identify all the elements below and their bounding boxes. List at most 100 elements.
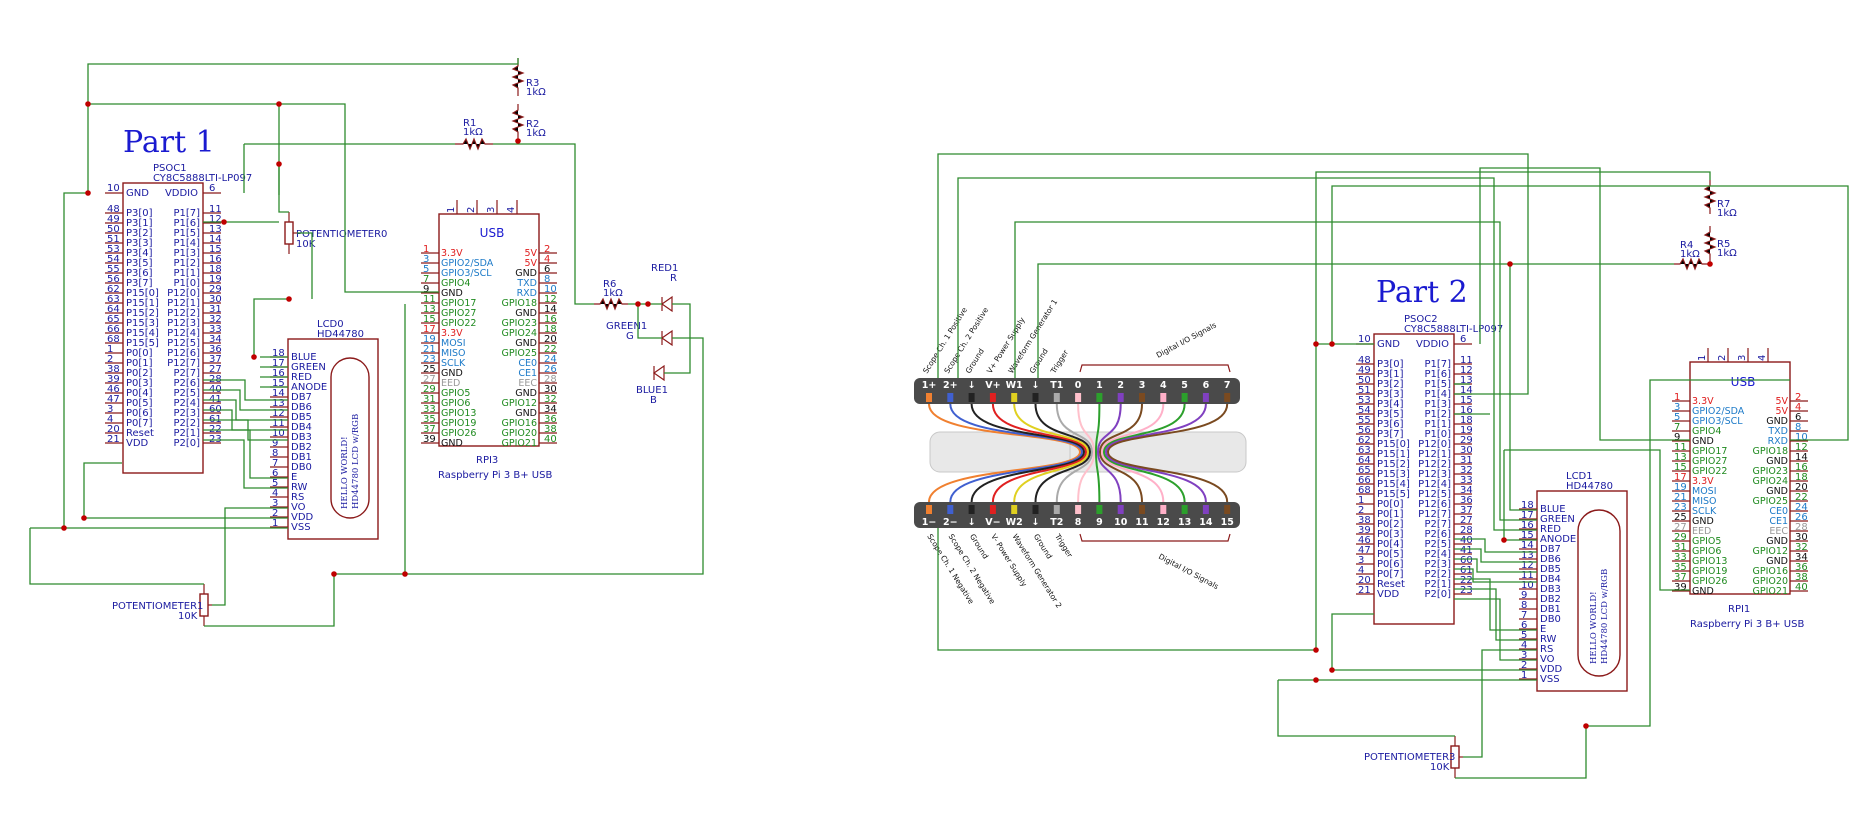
psoc-left-pin-num: 4 bbox=[107, 414, 113, 425]
ad2-bottom-pin-socket bbox=[1202, 505, 1209, 514]
lcd-pin-num: 7 bbox=[1521, 610, 1527, 621]
rpi-right-pin-num: 36 bbox=[544, 414, 557, 425]
ad2-bottom-pin-label: W2 bbox=[1006, 517, 1023, 528]
r7-resistor: R7 1kΩ bbox=[1703, 180, 1737, 219]
psoc-left-pin-name: P3[3] bbox=[126, 238, 153, 249]
r7-ref: R7 bbox=[1717, 199, 1730, 210]
psoc-left-pin-name: P0[0] bbox=[126, 348, 153, 359]
rpi-right-pin-num: 10 bbox=[544, 284, 557, 295]
rpi-right-pin-num: 26 bbox=[1795, 512, 1808, 523]
rpi-left-pin-num: 1 bbox=[1674, 392, 1680, 403]
rpi-left-pin-num: 25 bbox=[423, 364, 436, 375]
ad2-bottom-pin-label: 12 bbox=[1157, 517, 1170, 528]
rpi-left-pin-num: 9 bbox=[1674, 432, 1680, 443]
rpi-right-pin-num: 20 bbox=[1795, 482, 1808, 493]
psoc-right-pin-num: 13 bbox=[1460, 375, 1473, 386]
part1-wires bbox=[29, 58, 704, 627]
ad2-wire-top bbox=[1099, 403, 1143, 453]
rpi-left-pin-name: GPIO19 bbox=[1692, 566, 1727, 577]
ad2-bottom-pin-label: ↓ bbox=[1032, 517, 1040, 528]
lcd-pin-name: VSS bbox=[291, 522, 311, 533]
psoc-right-pin-name: P12[0] bbox=[1418, 439, 1451, 450]
psoc-right-pin-num: 19 bbox=[1460, 425, 1473, 436]
lcd-pin-name: DB6 bbox=[291, 402, 312, 413]
rpi-right-pin-num: 6 bbox=[544, 264, 550, 275]
rpi-right-pin-name: GPIO20 bbox=[1753, 576, 1788, 587]
rpi-right-pin-name: GPIO12 bbox=[1753, 546, 1788, 557]
lcd-pin-num: 16 bbox=[272, 368, 285, 379]
ad2-bottom-pin-label: 1− bbox=[922, 517, 937, 528]
psoc-vddio-label: VDDIO bbox=[165, 188, 198, 199]
psoc-left-pin-num: 62 bbox=[107, 284, 120, 295]
ad2-top-pin-label: V+ bbox=[985, 380, 1000, 391]
psoc-right-pin-name: P2[1] bbox=[1424, 579, 1451, 590]
psoc-right-pin-name: P12[7] bbox=[167, 358, 200, 369]
r2-ref: R2 bbox=[526, 119, 539, 130]
pot0-potentiometer: POTENTIOMETER0 10K bbox=[284, 212, 387, 254]
ad2-bottom-signal-label: Trigger bbox=[1053, 531, 1075, 559]
psoc-right-pin-num: 15 bbox=[209, 244, 222, 255]
r4-ref: R4 bbox=[1680, 240, 1693, 251]
rpi-right-pin-name: TXD bbox=[516, 278, 537, 289]
psoc-left-pin-name: P3[6] bbox=[126, 268, 153, 279]
rpi-right-pin-name: GND bbox=[515, 338, 537, 349]
psoc-left-pin-name: P3[1] bbox=[1377, 369, 1404, 380]
ad2-bottom-pin-socket bbox=[1032, 505, 1039, 514]
psoc-left-pin-num: 20 bbox=[107, 424, 120, 435]
rpi-left-pin-num: 21 bbox=[1674, 492, 1687, 503]
rpi-right-pin-name: GND bbox=[1766, 556, 1788, 567]
ad2-bottom-pin-socket bbox=[1139, 505, 1145, 514]
psoc-left-pin-name: P15[3] bbox=[1377, 469, 1410, 480]
rpi1-body bbox=[1689, 361, 1791, 595]
psoc-left-pin-name: P3[5] bbox=[1377, 409, 1404, 420]
lcd0-body bbox=[287, 338, 379, 540]
rpi-left-pin-num: 33 bbox=[1674, 552, 1687, 563]
lcd-pin-num: 13 bbox=[1521, 550, 1534, 561]
rpi-right-pin-name: EEC bbox=[1769, 526, 1788, 537]
lcd-pin-name: DB0 bbox=[291, 462, 312, 473]
psoc-left-pin-name: P3[4] bbox=[126, 248, 153, 259]
lcd-pin-num: 3 bbox=[1521, 650, 1527, 661]
psoc-left-pin-name: P15[5] bbox=[1377, 489, 1410, 500]
rpi-left-pin-num: 17 bbox=[423, 324, 436, 335]
psoc-right-pin-num: 16 bbox=[1460, 405, 1473, 416]
lcd-pin-name: VO bbox=[291, 502, 306, 513]
psoc-right-pin-name: P1[3] bbox=[173, 248, 200, 259]
lcd-pin-name: VO bbox=[1540, 654, 1555, 665]
rpi-top-pin-num: 3 bbox=[1737, 355, 1748, 361]
psoc-right-pin-num: 60 bbox=[1460, 555, 1473, 566]
ad2-bottom-pin-label: 10 bbox=[1114, 517, 1128, 528]
part2-junctions bbox=[1313, 261, 1713, 729]
ad2-top-pin-label: 2 bbox=[1117, 380, 1124, 391]
psoc-left-pin-num: 51 bbox=[1358, 385, 1371, 396]
ad2-bottom-pin-label: ↓ bbox=[968, 517, 976, 528]
psoc-left-pin-num: 49 bbox=[1358, 365, 1371, 376]
rpi-right-pin-name: GPIO24 bbox=[1753, 476, 1788, 487]
psoc-right-pin-num: 13 bbox=[209, 224, 222, 235]
psoc-left-pin-name: P3[5] bbox=[126, 258, 153, 269]
lcd-pin-num: 6 bbox=[1521, 620, 1527, 631]
psoc-right-pin-num: 36 bbox=[209, 344, 222, 355]
rpi-left-pin-num: 17 bbox=[1674, 472, 1687, 483]
ad2-top-pin-label: 5 bbox=[1181, 380, 1188, 391]
psoc-left-pin-num: 54 bbox=[1358, 405, 1371, 416]
psoc-right-pin-num: 23 bbox=[1460, 585, 1473, 596]
psoc2-ref: PSOC2 bbox=[1404, 314, 1438, 325]
psoc-left-pin-num: 53 bbox=[107, 244, 120, 255]
ad2-wire-top bbox=[1097, 403, 1122, 453]
psoc-right-pin-name: P12[2] bbox=[1418, 459, 1451, 470]
lcd-pin-num: 9 bbox=[272, 438, 278, 449]
rpi-right-pin-name: GPIO25 bbox=[502, 348, 537, 359]
red1-ref: RED1 bbox=[651, 263, 678, 274]
psoc-right-pin-name: P1[7] bbox=[1424, 359, 1451, 370]
ad2-top-pin-socket bbox=[968, 393, 975, 402]
ad2-bottom-pin-label: 15 bbox=[1221, 517, 1234, 528]
psoc-right-pin-name: P1[1] bbox=[173, 268, 200, 279]
psoc-right-pin-name: P1[5] bbox=[1424, 379, 1451, 390]
rpi-left-pin-num: 15 bbox=[423, 314, 436, 325]
ad2-wire-top bbox=[1034, 403, 1091, 453]
r5-ref: R5 bbox=[1717, 239, 1730, 250]
rpi-right-pin-num: 2 bbox=[544, 244, 550, 255]
